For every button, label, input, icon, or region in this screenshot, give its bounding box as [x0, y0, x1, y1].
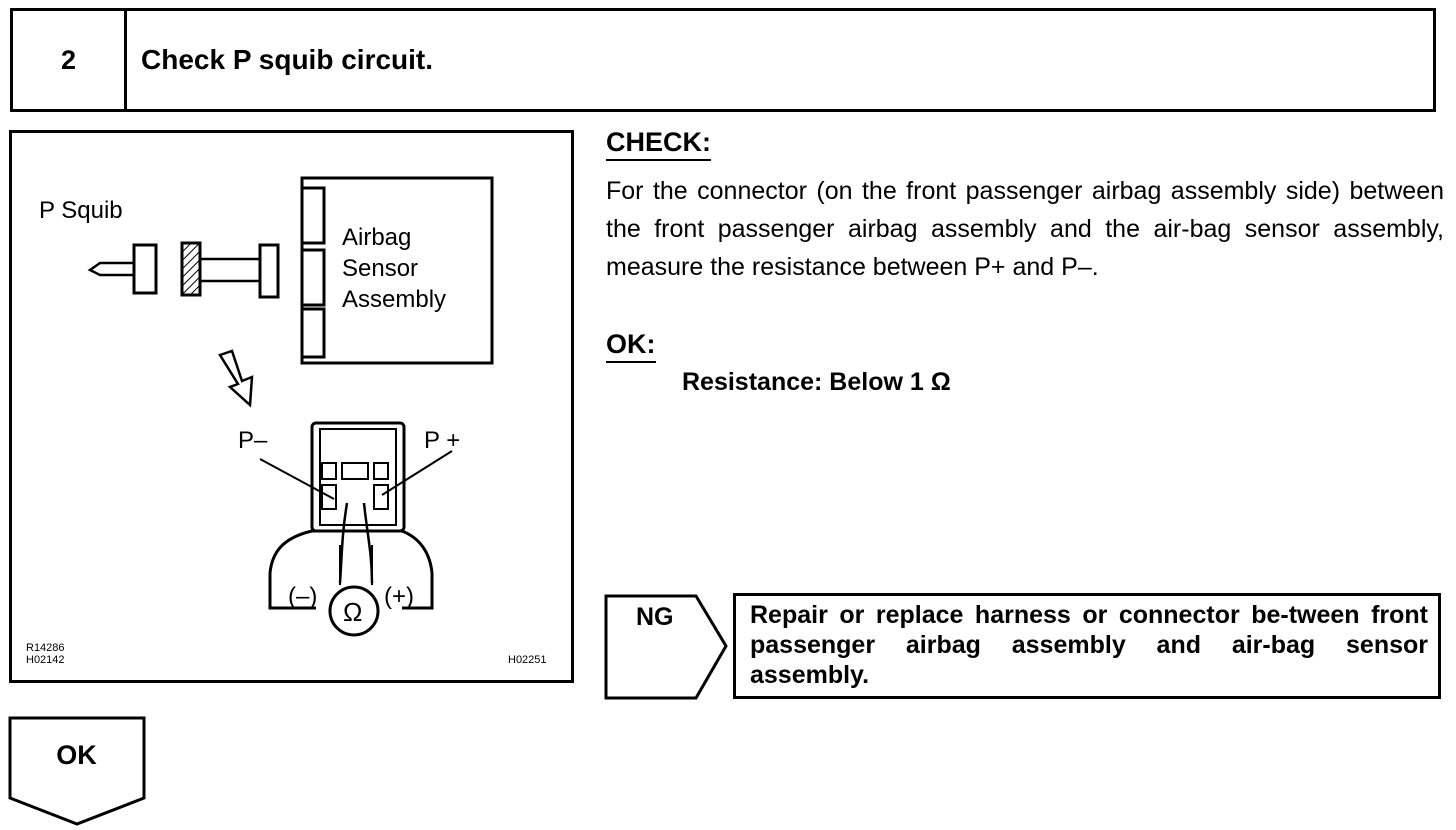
probe-minus-label: (–) — [288, 583, 318, 610]
check-text: For the connector (on the front passenge… — [606, 177, 1444, 281]
step-header: 2 Check P squib circuit. — [10, 8, 1436, 112]
p-minus-label: P– — [238, 427, 268, 454]
step-title: Check P squib circuit. — [141, 44, 434, 75]
ohmmeter-dial-icon — [328, 585, 380, 637]
ok-arrow-label: OK — [56, 740, 97, 770]
sensor-label-line1: Airbag — [342, 224, 412, 251]
sensor-label-line2: Sensor — [342, 255, 419, 282]
squib-connector — [132, 243, 158, 295]
down-arrow-icon — [218, 349, 254, 408]
figure-code-left-2: H02142 — [26, 654, 65, 666]
probe-plus-label: (+) — [384, 583, 414, 610]
sensor-side-connector — [258, 243, 280, 299]
ohm-symbol: Ω — [343, 597, 363, 627]
figure-code-right: H02251 — [508, 654, 547, 666]
figure-code-left-1: R14286 — [26, 642, 65, 654]
ok-arrow-icon — [8, 716, 146, 826]
step-number: 2 — [13, 11, 127, 109]
connector-face — [310, 421, 406, 533]
wiring-figure: P Squib Airbag Sensor Assembly P– P + (–… — [9, 130, 574, 683]
check-heading: CHECK: — [606, 127, 711, 161]
hatched-connector — [180, 241, 202, 297]
sensor-label-line3: Assembly — [342, 286, 447, 313]
p-squib-label: P Squib — [39, 197, 123, 224]
ng-arrow-icon — [604, 594, 728, 700]
connector-diagram — [87, 176, 494, 637]
resistance-spec: Resistance: Below 1 Ω — [682, 368, 951, 396]
ok-heading: OK: — [606, 329, 656, 363]
p-plus-label: P + — [424, 427, 461, 454]
ng-label: NG — [636, 603, 674, 631]
ng-action-box: Repair or replace harness or connector b… — [733, 593, 1441, 699]
